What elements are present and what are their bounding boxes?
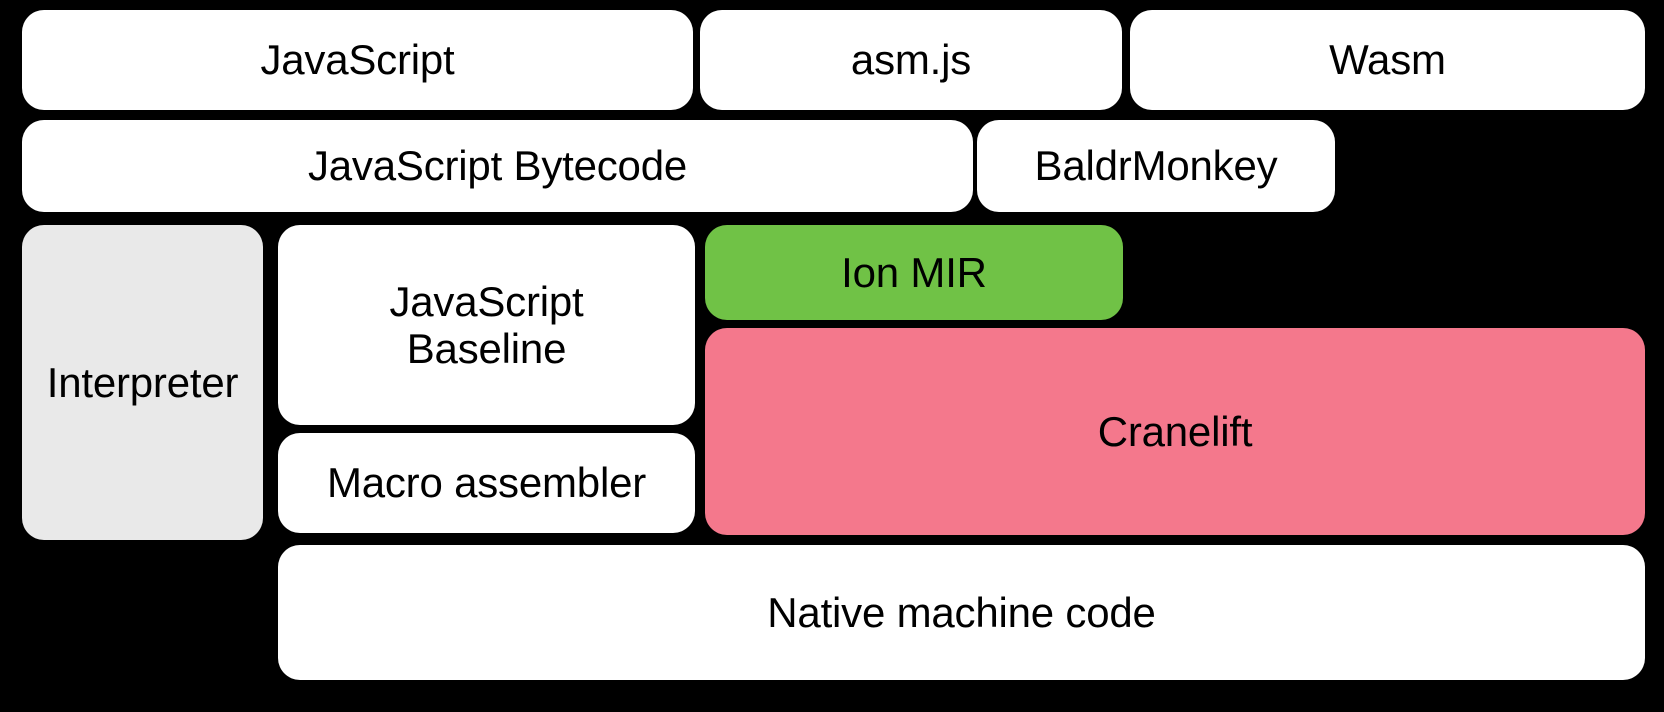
- node-macro-assembler: Macro assembler: [278, 433, 695, 533]
- node-asm-js: asm.js: [700, 10, 1122, 110]
- node-javascript-baseline: JavaScript Baseline: [278, 225, 695, 425]
- node-ion-mir: Ion MIR: [705, 225, 1123, 320]
- node-native-machine-code: Native machine code: [278, 545, 1645, 680]
- node-javascript: JavaScript: [22, 10, 693, 110]
- node-baldrmonkey: BaldrMonkey: [977, 120, 1335, 212]
- node-javascript-bytecode: JavaScript Bytecode: [22, 120, 973, 212]
- node-wasm: Wasm: [1130, 10, 1645, 110]
- node-cranelift: Cranelift: [705, 328, 1645, 535]
- node-interpreter: Interpreter: [22, 225, 263, 540]
